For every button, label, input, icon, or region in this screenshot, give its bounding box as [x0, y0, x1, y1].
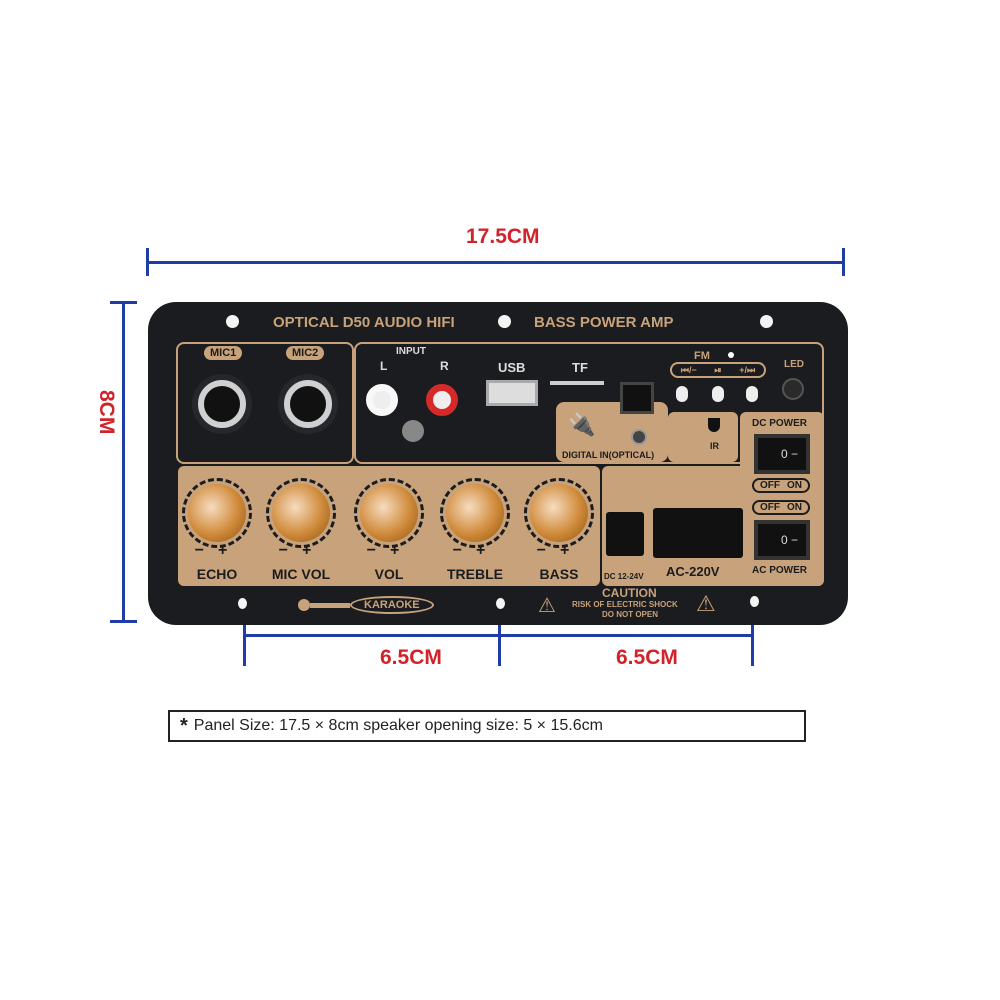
warning-icon: ⚠ [696, 591, 716, 616]
karaoke-label: KARAOKE [350, 596, 434, 614]
width-dimension-label: 17.5CM [466, 225, 540, 248]
mic-vol-range: −+ [278, 542, 326, 559]
mount-hole [226, 315, 239, 328]
mic-vol-label: MIC VOL [271, 566, 331, 582]
width-dimension-line [146, 261, 844, 264]
microphone-icon [298, 599, 350, 611]
input-label: INPUT [396, 346, 426, 357]
mount-hole [496, 598, 505, 609]
panel-subtitle: BASS POWER AMP [534, 314, 674, 331]
size-note-box: * Panel Size: 17.5 × 8cm speaker opening… [168, 710, 806, 742]
input-section [354, 342, 824, 464]
fm-label: FM [694, 350, 710, 362]
warning-icon: ⚠ [538, 595, 556, 617]
right-spacing-label: 6.5CM [616, 646, 678, 669]
prev-button[interactable] [676, 386, 688, 402]
bass-knob[interactable] [524, 478, 594, 548]
tick [146, 248, 149, 276]
play-button[interactable] [712, 386, 724, 402]
caution-line-1: RISK OF ELECTRIC SHOCK [572, 600, 678, 609]
ir-receiver [631, 429, 647, 445]
mic1-jack[interactable] [198, 380, 246, 428]
tf-label: TF [572, 360, 588, 375]
fm-led [728, 352, 734, 358]
mount-hole [760, 315, 773, 328]
mic1-label: MIC1 [204, 346, 243, 360]
ac-power-label: AC POWER [752, 565, 807, 576]
tick [842, 248, 845, 276]
mount-hole [238, 598, 247, 609]
usb-label: USB [498, 360, 526, 375]
vol-knob[interactable] [354, 478, 424, 548]
next-button[interactable] [746, 386, 758, 402]
mic2-label: MIC2 [286, 346, 325, 360]
ir-section [668, 412, 738, 462]
mic2-jack[interactable] [284, 380, 332, 428]
vol-label: VOL [374, 566, 404, 582]
amplifier-panel: OPTICAL D50 AUDIO HIFI BASS POWER AMP MI… [148, 302, 848, 625]
usb-port[interactable] [486, 380, 538, 406]
treble-range: −+ [452, 542, 500, 559]
treble-knob[interactable] [440, 478, 510, 548]
mount-hole [750, 596, 759, 607]
ac-socket[interactable] [653, 508, 743, 558]
height-dimension-label: 8CM [95, 390, 118, 435]
tick [498, 610, 501, 666]
input-r-label: R [440, 359, 449, 373]
ir-sensor [708, 418, 720, 432]
echo-label: ECHO [196, 566, 238, 582]
note-star: * [180, 714, 188, 737]
height-dimension-line [122, 302, 125, 622]
caution-label: CAUTION [602, 586, 657, 600]
tick [110, 620, 137, 623]
led-label: LED [784, 359, 804, 370]
mic-section [176, 342, 354, 464]
ac-power-switch[interactable]: 0 − [754, 520, 810, 560]
optical-port[interactable] [620, 382, 654, 414]
echo-range: −+ [194, 542, 242, 559]
cable-icon: 🔌 [568, 412, 596, 437]
mount-hole [498, 315, 511, 328]
caution-line-2: DO NOT OPEN [602, 610, 659, 619]
rca-right-jack[interactable] [426, 384, 458, 416]
led-indicator [782, 378, 804, 400]
panel-title: OPTICAL D50 AUDIO HIFI [273, 314, 455, 331]
tick [110, 301, 137, 304]
rca-left-jack[interactable] [366, 384, 398, 416]
bass-range: −+ [536, 542, 584, 559]
ac-input-label: AC-220V [666, 564, 720, 579]
control-button-strip: ⏮/− ⏯ +/⏭ [670, 362, 766, 378]
dc-power-switch[interactable]: 0 − [754, 434, 810, 474]
bass-label: BASS [539, 566, 579, 582]
vol-range: −+ [366, 542, 414, 559]
ir-label: IR [710, 441, 719, 451]
treble-label: TREBLE [447, 566, 503, 582]
prev-label: ⏮/− [680, 364, 697, 375]
tick [751, 610, 754, 666]
echo-knob[interactable] [182, 478, 252, 548]
mic-vol-knob[interactable] [266, 478, 336, 548]
dc-jack[interactable] [606, 512, 644, 556]
tick [243, 610, 246, 666]
dc-power-label: DC POWER [752, 418, 807, 429]
input-l-label: L [380, 359, 388, 373]
screw-icon [402, 420, 424, 442]
next-label: +/⏭ [739, 364, 756, 375]
digital-in-label: DIGITAL IN(OPTICAL) [562, 450, 655, 460]
play-label: ⏯ [714, 364, 722, 375]
left-spacing-label: 6.5CM [380, 646, 442, 669]
note-text: Panel Size: 17.5 × 8cm speaker opening s… [193, 717, 603, 734]
tf-slot[interactable] [550, 381, 604, 385]
dc-input-label: DC 12-24V [604, 572, 644, 581]
